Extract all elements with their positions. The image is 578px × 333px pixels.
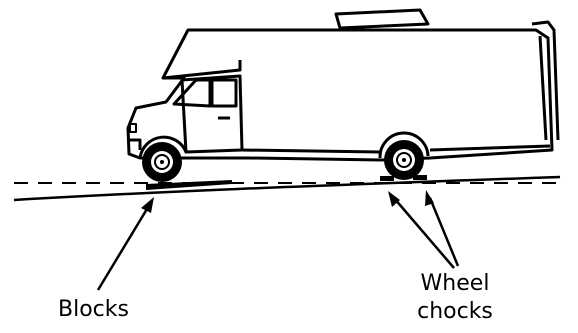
headlight (130, 124, 136, 132)
wheel-chocks-label-line2: chocks (415, 298, 495, 326)
roof-pod (336, 10, 428, 28)
rv-body-outline (128, 30, 552, 160)
wheel-chock-left (380, 176, 394, 181)
rear-skirt-line (430, 146, 550, 150)
rv-vehicle (128, 10, 558, 160)
blocks-label: Blocks (58, 296, 129, 324)
side-window (212, 80, 236, 106)
blocks-arrow (98, 197, 154, 290)
front-wheel (142, 142, 182, 182)
wheel-chocks-label-line1: Wheel (415, 270, 495, 298)
wheel-chocks-label: Wheel chocks (415, 270, 495, 326)
rear-pipe (540, 36, 546, 140)
rear-wheel (384, 140, 424, 180)
ground-line (14, 177, 560, 200)
coach-skirt-line (242, 150, 380, 152)
